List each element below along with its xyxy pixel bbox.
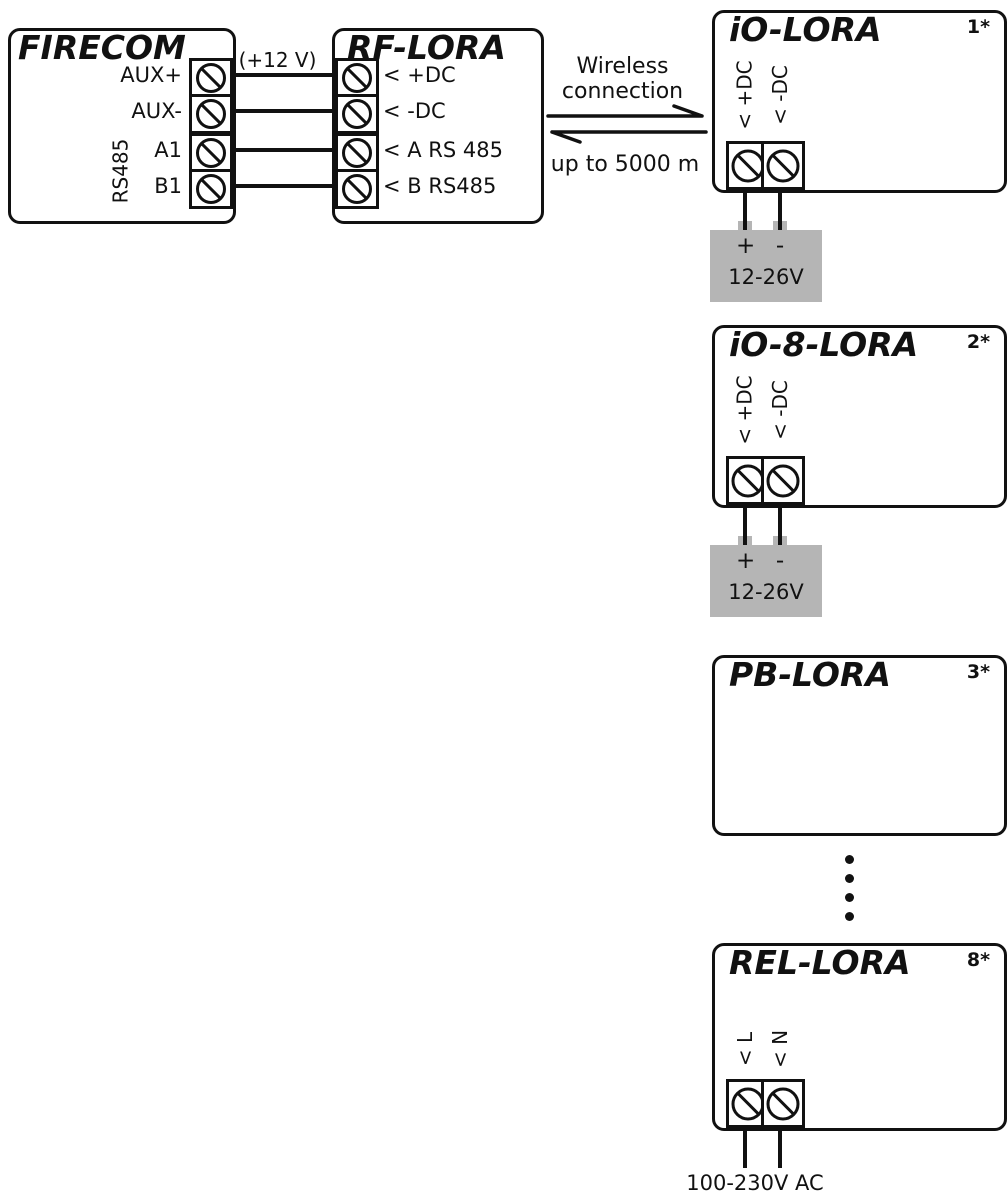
screw-icon [196, 63, 226, 93]
pb-lora-title: PB-LORA [729, 655, 891, 694]
pb-lora-box [712, 655, 1007, 836]
wire-psu-minus [778, 180, 782, 230]
screw-icon [342, 138, 372, 168]
wireless-arrows-icon [546, 104, 708, 144]
psu-plus-label: + [736, 548, 756, 574]
firecom-terminal-label-aux-minus: AUX- [131, 99, 182, 123]
firecom-terminal-label-b1: B1 [154, 174, 182, 198]
screw-icon [766, 464, 800, 497]
supply-wire-label: (+12 V) [238, 48, 317, 72]
rotated-label: < -DC [768, 65, 793, 125]
screw-terminal-b1 [189, 169, 233, 209]
rel-lora-terminal-label-l: < L [726, 1020, 764, 1078]
firecom-title: FIRECOM [18, 28, 186, 67]
screw-terminal-minus [761, 456, 805, 505]
screw-icon [342, 174, 372, 204]
io-8-lora-index: 2* [966, 331, 990, 353]
screw-terminal-aux-plus [189, 58, 233, 98]
screw-icon [731, 464, 765, 497]
screw-terminal-rs485-b [335, 169, 379, 209]
ellipsis-dot [845, 855, 854, 864]
screw-terminal-minus [761, 141, 805, 190]
firecom-terminal-label-a1: A1 [154, 138, 182, 162]
rf-lora-terminal-label-dc-minus: < -DC [383, 99, 446, 123]
psu-minus-label: - [775, 233, 785, 259]
screw-terminal-dc-minus [335, 94, 379, 134]
screw-icon [766, 1087, 800, 1120]
rel-lora-index: 8* [966, 949, 990, 971]
io-lora-terminal-label-plus: < +DC [726, 52, 764, 138]
screw-terminal-aux-minus [189, 94, 233, 134]
rotated-label: < +DC [733, 375, 757, 445]
io-lora-psu-box [710, 230, 822, 302]
psu-voltage-label: 12-26V [728, 580, 804, 604]
rel-lora-terminal-label-n: < N [761, 1020, 799, 1078]
wire-psu-plus [743, 495, 747, 545]
io-lora-terminal-label-minus: < -DC [761, 52, 799, 138]
mains-voltage-label: 100-230V AC [686, 1171, 824, 1195]
screw-terminal-rs485-a [335, 133, 379, 173]
io-8-lora-psu-box [710, 545, 822, 617]
wire-mains-n [778, 1118, 782, 1168]
rotated-label: < L [732, 1031, 757, 1067]
wire-mains-l [743, 1118, 747, 1168]
wire-aux-plus [224, 73, 338, 77]
rotated-label: < -DC [768, 380, 793, 440]
screw-icon [342, 63, 372, 93]
io-8-lora-terminal-label-plus: < +DC [726, 367, 764, 453]
wireless-connection-label: Wireless connection [561, 54, 684, 104]
screw-terminal-n [761, 1079, 805, 1128]
firecom-rs485-group-label: RS485 [105, 136, 135, 206]
io-lora-box [712, 10, 1007, 193]
io-8-lora-title: iO-8-LORA [729, 325, 919, 364]
wire-psu-minus [778, 495, 782, 545]
rf-lora-terminal-label-rs485-a: < A RS 485 [383, 138, 503, 162]
screw-icon [731, 1087, 765, 1120]
rf-lora-terminal-label-rs485-b: < B RS485 [383, 174, 497, 198]
io-lora-title: iO-LORA [729, 10, 882, 49]
firecom-terminal-label-aux-plus: AUX+ [120, 63, 182, 87]
screw-icon [766, 149, 800, 182]
screw-icon [342, 99, 372, 129]
screw-terminal-dc-plus [335, 58, 379, 98]
wire-rs485-a [224, 148, 338, 152]
psu-voltage-label: 12-26V [728, 265, 804, 289]
screw-terminal-a1 [189, 133, 233, 173]
ellipsis-dot [845, 912, 854, 921]
screw-icon [731, 149, 765, 182]
pb-lora-index: 3* [966, 661, 990, 683]
io-lora-index: 1* [966, 16, 990, 38]
psu-minus-label: - [775, 548, 785, 574]
screw-icon [196, 99, 226, 129]
wire-aux-minus [224, 109, 338, 113]
wire-rs485-b [224, 184, 338, 188]
psu-plus-label: + [736, 233, 756, 259]
wire-psu-plus [743, 180, 747, 230]
ellipsis-dot [845, 893, 854, 902]
rel-lora-title: REL-LORA [729, 943, 911, 982]
screw-icon [196, 138, 226, 168]
rotated-label: < N [768, 1029, 793, 1069]
rotated-label: < +DC [733, 60, 757, 130]
wireless-range-label: up to 5000 m [550, 152, 700, 177]
rotated-label: RS485 [108, 138, 133, 204]
rf-lora-terminal-label-dc-plus: < +DC [383, 63, 456, 87]
io-8-lora-terminal-label-minus: < -DC [761, 367, 799, 453]
ellipsis-dot [845, 874, 854, 883]
screw-icon [196, 174, 226, 204]
